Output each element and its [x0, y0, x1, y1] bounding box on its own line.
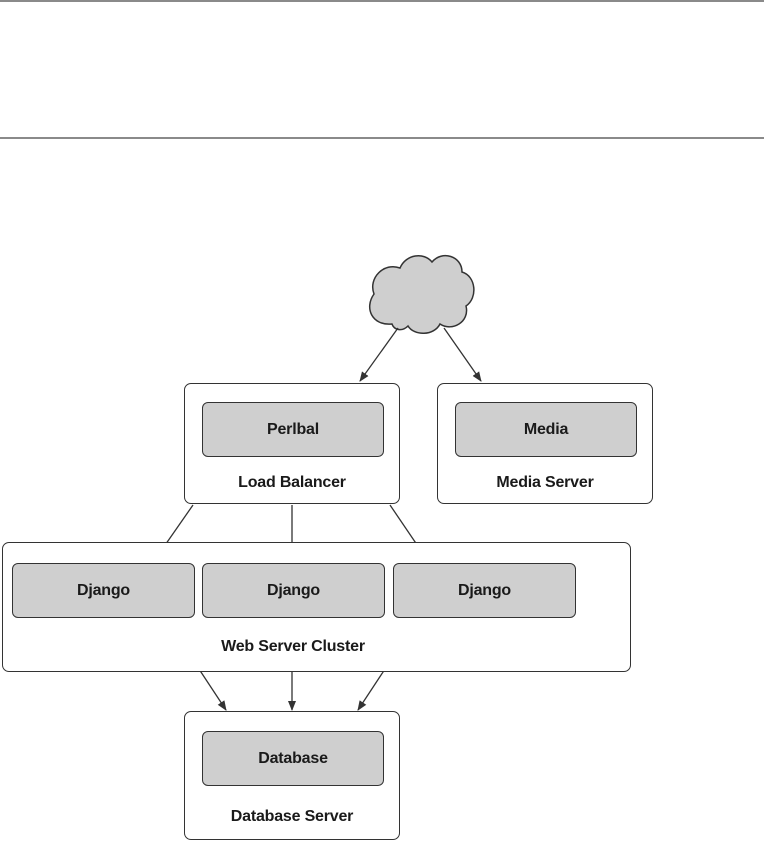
- django-node-1: Django: [12, 563, 195, 618]
- load-balancer-caption: Load Balancer: [238, 474, 346, 491]
- django-node-2: Django: [202, 563, 385, 618]
- database-server-box: Database Database Server: [184, 711, 400, 840]
- django-label-1: Django: [76, 581, 131, 599]
- arrow-cloud-to-media-server: [443, 327, 482, 382]
- database-label: Database: [258, 749, 328, 767]
- media-server-caption: Media Server: [496, 474, 594, 491]
- django-label-2: Django: [266, 581, 321, 599]
- django-node-3: Django: [393, 563, 576, 618]
- media-node: Media: [455, 402, 637, 457]
- media-label: Media: [523, 420, 569, 438]
- internet-cloud-icon: [369, 254, 475, 334]
- load-balancer-box: Perlbal Load Balancer: [184, 383, 400, 504]
- web-server-cluster-caption: Web Server Cluster: [221, 638, 365, 655]
- perlbal-node: Perlbal: [202, 402, 384, 457]
- top-rule: [0, 0, 764, 2]
- header-rule: [0, 137, 764, 139]
- database-node: Database: [202, 731, 384, 786]
- media-server-box: Media Media Server: [437, 383, 653, 504]
- database-server-caption: Database Server: [230, 808, 354, 825]
- web-server-cluster-box: Django Django Django Web Server Cluster: [2, 542, 631, 672]
- django-label-3: Django: [457, 581, 512, 599]
- perlbal-label: Perlbal: [267, 420, 319, 438]
- arrow-cloud-to-load-balancer: [359, 327, 399, 382]
